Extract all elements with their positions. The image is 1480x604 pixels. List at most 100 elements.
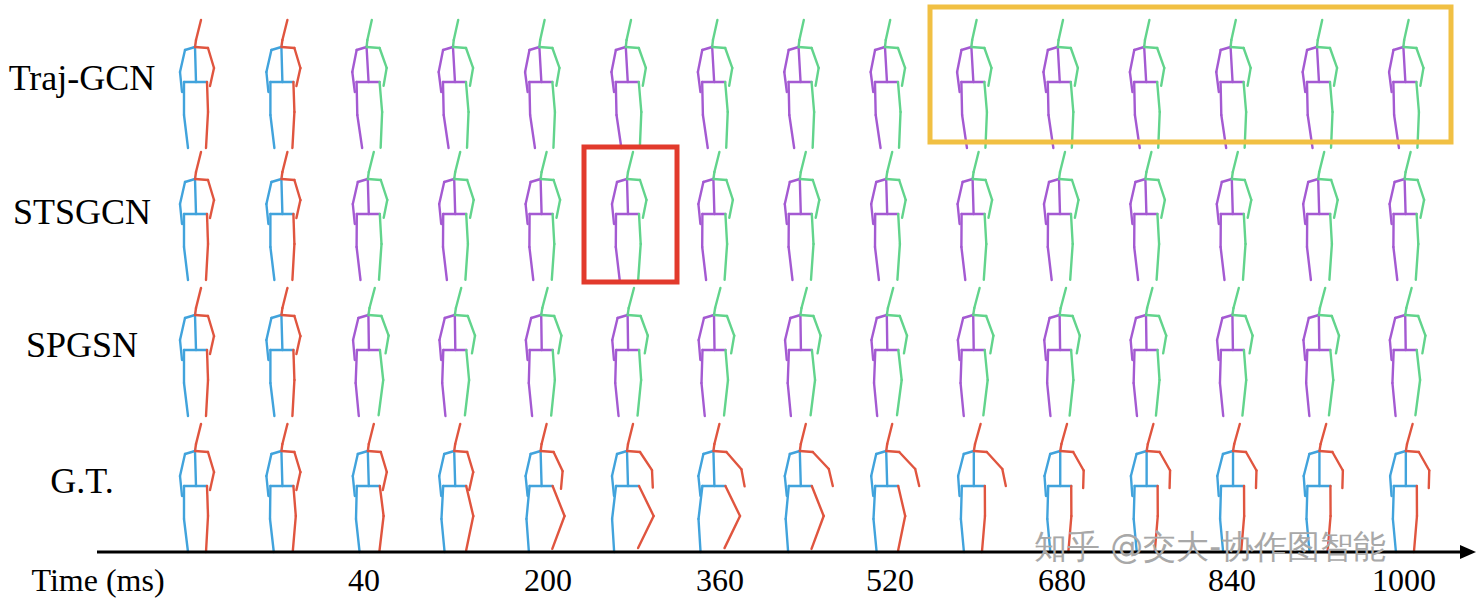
row-label: SPGSN: [26, 327, 138, 363]
bone-line: [640, 112, 641, 148]
bone-line: [811, 244, 814, 280]
bone-line: [886, 179, 899, 180]
bone-line: [1306, 350, 1307, 383]
bone-line: [206, 380, 208, 416]
bone-line: [466, 350, 469, 380]
bone-line: [1392, 486, 1395, 519]
bone-line: [266, 318, 271, 340]
bone-line: [1303, 204, 1305, 224]
bone-line: [1304, 476, 1305, 496]
bone-line: [184, 349, 207, 351]
bone-line: [1390, 340, 1392, 360]
bone-line: [383, 472, 387, 490]
bone-line: [785, 182, 790, 204]
bone-line: [1217, 318, 1222, 340]
bone-line: [785, 454, 790, 476]
bone-line: [812, 48, 819, 68]
bone-line: [293, 486, 295, 516]
bone-line: [542, 424, 547, 444]
bone-line: [369, 424, 374, 444]
bone-line: [1243, 244, 1246, 280]
bone-line: [210, 200, 214, 218]
bone-line: [985, 214, 987, 244]
bone-line: [616, 213, 639, 215]
bone-line: [1131, 454, 1137, 476]
bone-line: [1157, 48, 1164, 68]
bone-line: [184, 115, 188, 148]
bone-line: [358, 451, 368, 454]
bone-line: [281, 451, 294, 452]
bone-line: [1144, 47, 1157, 48]
bone-line: [357, 485, 380, 487]
bone-line: [281, 451, 282, 486]
bone-line: [702, 81, 725, 83]
bone-line: [367, 47, 369, 82]
bone-line: [552, 516, 564, 549]
bone-line: [1243, 486, 1246, 516]
bone-line: [1307, 213, 1330, 215]
bone-line: [439, 318, 444, 340]
row-label: G.T.: [50, 463, 113, 499]
bone-line: [1075, 68, 1078, 86]
bone-line: [983, 380, 987, 415]
bone-line: [898, 486, 905, 516]
bone-line: [638, 380, 642, 416]
bone-line: [1307, 485, 1330, 487]
bone-line: [701, 383, 704, 416]
bone-line: [712, 47, 714, 82]
bone-line: [611, 72, 614, 92]
bone-line: [381, 316, 388, 336]
bone-line: [443, 247, 447, 280]
bone-line: [1216, 50, 1220, 72]
bone-line: [528, 350, 531, 383]
bone-line: [526, 318, 531, 340]
bone-line: [699, 340, 701, 360]
bone-line: [1222, 315, 1232, 318]
bone-line: [958, 340, 960, 360]
bone-line: [801, 424, 806, 444]
bone-line: [963, 179, 973, 182]
axis-title: Time (ms): [31, 564, 164, 596]
bone-line: [984, 244, 987, 280]
bone-line: [790, 315, 800, 318]
bone-line: [439, 72, 442, 92]
bone-line: [542, 288, 547, 308]
bone-line: [961, 350, 962, 383]
bone-line: [1061, 288, 1066, 308]
bone-line: [353, 318, 358, 340]
bone-line: [1319, 315, 1332, 316]
bone-line: [713, 20, 717, 40]
bone-line: [292, 244, 294, 280]
bone-line: [986, 180, 993, 200]
bone-line: [899, 112, 900, 148]
bone-line: [829, 469, 833, 486]
bone-line: [874, 383, 877, 416]
bone-line: [789, 213, 812, 215]
bone-line: [1059, 451, 1061, 486]
bone-line: [1304, 454, 1310, 476]
bone-line: [454, 451, 455, 486]
bone-line: [964, 451, 974, 454]
bone-line: [873, 486, 875, 519]
bone-line: [1044, 182, 1049, 204]
bone-line: [1392, 214, 1395, 247]
bone-line: [552, 244, 555, 280]
bone-line: [701, 82, 704, 115]
bone-line: [1404, 315, 1407, 350]
bone-line: [180, 50, 185, 72]
bone-line: [1217, 454, 1223, 476]
bone-line: [184, 383, 188, 416]
bone-line: [877, 315, 887, 318]
bone-line: [454, 179, 467, 180]
bone-line: [788, 383, 791, 416]
bone-line: [612, 486, 616, 519]
bone-line: [873, 519, 876, 552]
bone-line: [729, 68, 732, 86]
bone-line: [1232, 451, 1234, 486]
bone-line: [269, 350, 271, 383]
bone-line: [1134, 81, 1157, 83]
bone-line: [1073, 316, 1080, 336]
bone-line: [874, 214, 877, 247]
bone-line: [467, 112, 468, 148]
